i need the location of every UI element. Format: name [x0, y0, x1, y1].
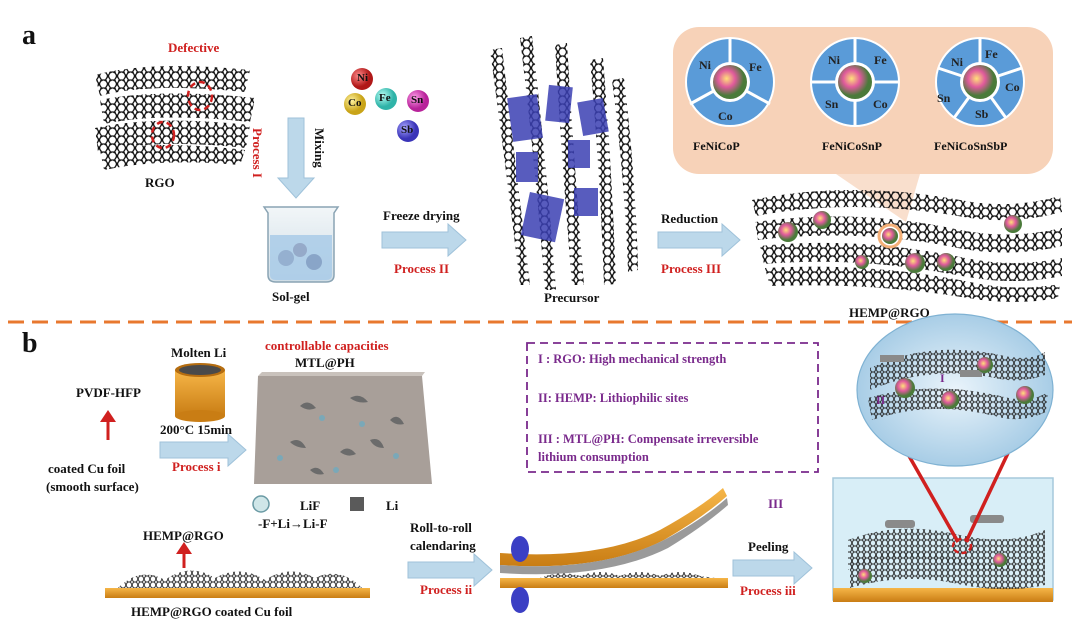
disc-fenicosnp: [810, 37, 900, 127]
disc2-name: FeNiCoSnP: [822, 139, 882, 153]
precursor-label: Precursor: [544, 290, 600, 305]
disc3-sb: Sb: [975, 107, 989, 121]
disc2-co: Co: [873, 97, 888, 111]
hemp-rgo-label: HEMP@RGO: [849, 305, 930, 320]
disc3-sn: Sn: [937, 91, 951, 105]
disc-fenicosnsbp: [935, 37, 1025, 127]
mixing-arrow: [276, 117, 316, 199]
freeze-drying-arrow: [381, 222, 467, 258]
freeze-drying-label: Freeze drying: [383, 208, 460, 223]
ball-ni-label: Ni: [357, 72, 368, 84]
disc1-fe: Fe: [749, 60, 762, 74]
panel-a-label: a: [22, 20, 36, 51]
mtl-ph-film: [254, 372, 432, 484]
process-i-lower-label: Process i: [172, 459, 221, 474]
iii-label: III: [768, 496, 784, 511]
notes-box: [526, 342, 819, 473]
hemp-rgo-sheets: [752, 190, 1062, 302]
mixing-label: Mixing: [312, 128, 327, 168]
disc2-ni: Ni: [828, 53, 840, 67]
reduction-label: Reduction: [661, 211, 719, 226]
note-4: lithium consumption: [538, 450, 649, 464]
disc2-sn: Sn: [825, 97, 839, 111]
lif-legend-marker: [252, 495, 270, 513]
panel-b-label: b: [22, 328, 38, 359]
rgo-label: RGO: [145, 175, 175, 190]
process-ii-arrow: [407, 552, 493, 588]
defective-label: Defective: [168, 40, 220, 55]
roll-to-roll-label: Roll-to-roll: [410, 520, 472, 535]
note-3: III : MTL@PH: Compensate irreversible: [538, 432, 759, 446]
pvdf-arrow: [100, 410, 116, 440]
disc2-fe: Fe: [874, 53, 887, 67]
disc3-co: Co: [1005, 80, 1020, 94]
hemp-rgo-cu-label: HEMP@RGO coated Cu foil: [131, 604, 293, 619]
disc3-fe: Fe: [985, 47, 998, 61]
molten-li-label: Molten Li: [171, 345, 227, 360]
disc-fenicop: [685, 37, 775, 127]
rgo-sheets: [95, 66, 255, 170]
reaction-label: -F+Li→Li-F: [258, 516, 328, 531]
process-iii-label: Process III: [661, 261, 722, 276]
process-iii-lower-label: Process iii: [740, 583, 796, 598]
disc3-name: FeNiCoSnSbP: [934, 139, 1008, 153]
calendaring-label: calendaring: [410, 538, 476, 553]
process-iii-arrow: [732, 550, 813, 586]
ball-sn-label: Sn: [411, 94, 424, 106]
ball-fe-label: Fe: [379, 92, 391, 104]
disc1-ni: Ni: [699, 58, 711, 72]
disc3-ni: Ni: [951, 55, 963, 69]
calendaring-rolls: [500, 488, 728, 613]
li-label: Li: [386, 498, 399, 513]
process-i-arrow: [159, 432, 247, 468]
note-2: II: HEMP: Lithiophilic sites: [538, 391, 689, 405]
zoom-inset: [856, 313, 1054, 543]
coated-cu-line2: (smooth surface): [46, 479, 139, 494]
ball-co-label: Co: [348, 97, 362, 109]
process-ii-label: Process II: [394, 261, 450, 276]
ball-sb-label: Sb: [401, 124, 414, 136]
controllable-label: controllable capacities: [265, 338, 389, 353]
hemp-rgo-cu-foil: [105, 570, 370, 598]
process-ii-lower-label: Process ii: [420, 582, 473, 597]
zoom-i-label: I: [940, 371, 945, 385]
mtl-ph-label: MTL@PH: [295, 355, 355, 370]
sol-gel-beaker: [262, 206, 340, 283]
process-i-label: Process I: [250, 128, 265, 178]
note-1: I : RGO: High mechanical strength: [538, 352, 727, 366]
zoom-ii-label: II: [876, 393, 886, 407]
peeling-label: Peeling: [748, 539, 789, 554]
condition-label: 200°C 15min: [160, 422, 233, 437]
solgel-label: Sol-gel: [272, 289, 310, 304]
hemp-rgo-b-label: HEMP@RGO: [143, 528, 224, 543]
li-legend-marker: [350, 497, 364, 511]
pvdf-label: PVDF-HFP: [76, 385, 141, 400]
hemp-up-arrow: [176, 542, 192, 568]
disc1-name: FeNiCoP: [693, 139, 740, 153]
coated-cu-line1: coated Cu foil: [48, 461, 126, 476]
lif-label: LiF: [300, 498, 321, 513]
reduction-arrow: [657, 222, 741, 258]
precursor-structure: [490, 36, 638, 290]
disc1-co: Co: [718, 109, 733, 123]
molten-li-crucible: [175, 363, 225, 422]
element-balls: [344, 68, 429, 142]
peeled-cell-box: [832, 477, 1054, 602]
